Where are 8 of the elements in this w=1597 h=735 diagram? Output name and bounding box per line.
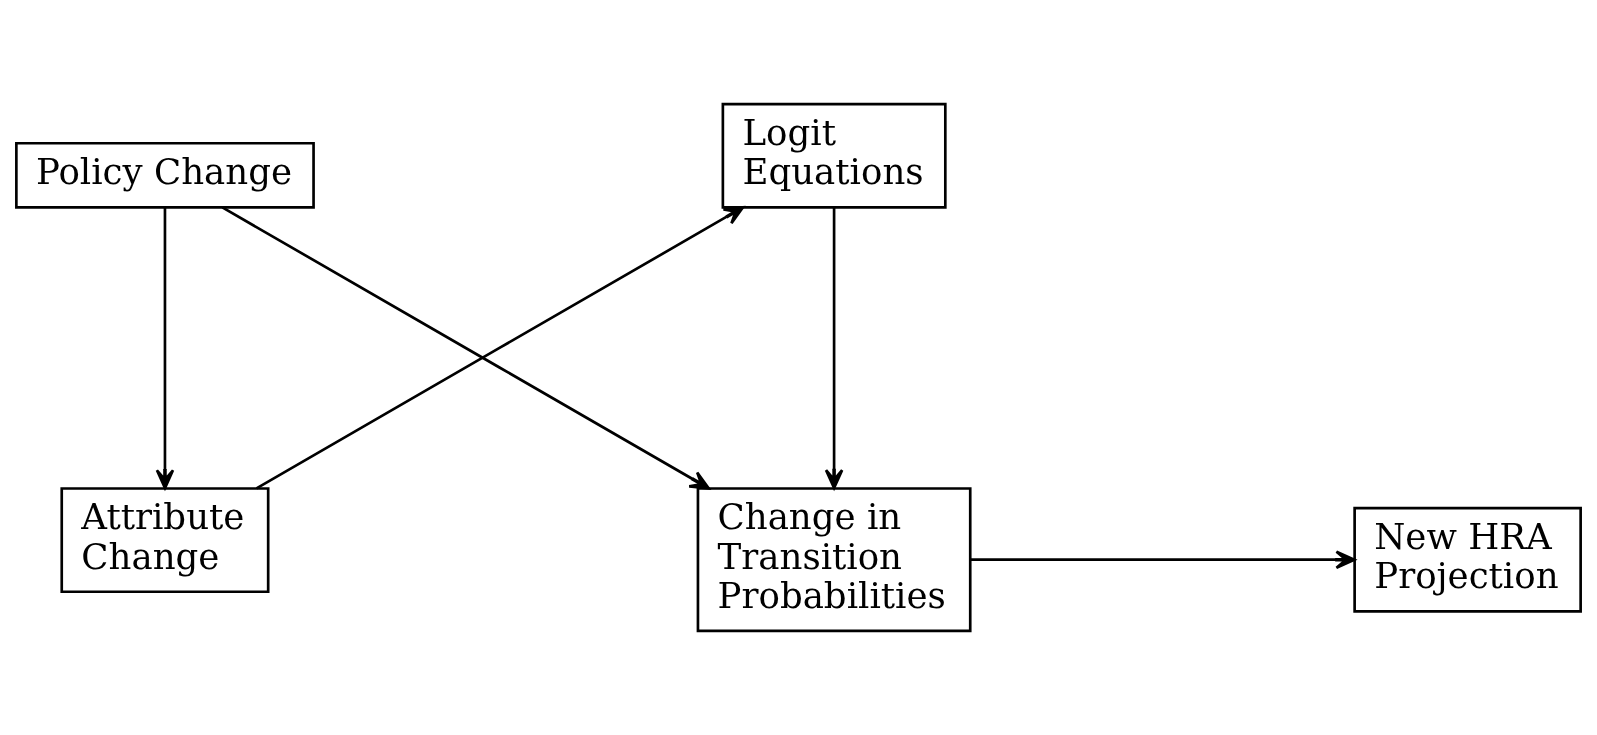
- node-box: Change in Transition Probabilities: [696, 487, 972, 633]
- node-box: Policy Change: [15, 141, 315, 209]
- arrow: [970, 550, 1356, 570]
- arrow: [155, 207, 175, 490]
- node-box: New HRA Projection: [1353, 506, 1582, 613]
- node-box: Attribute Change: [60, 487, 270, 594]
- arrow: [824, 207, 844, 490]
- node-box: Logit Equations: [721, 102, 947, 209]
